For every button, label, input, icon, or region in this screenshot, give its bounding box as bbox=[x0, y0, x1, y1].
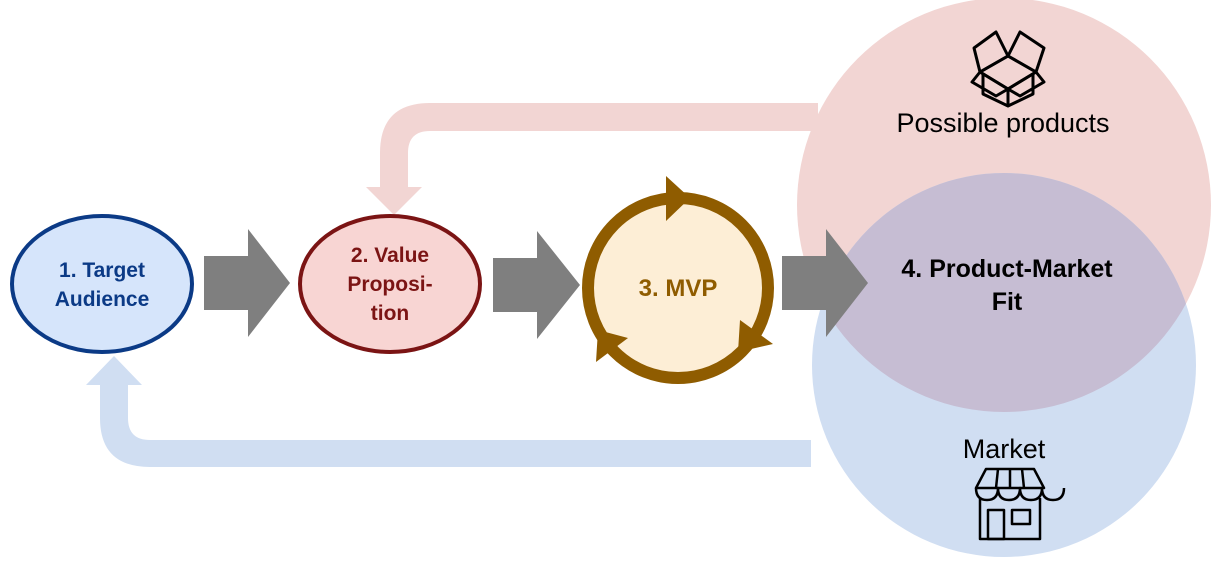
storefront-icon bbox=[974, 467, 1066, 541]
value-proposition-label: 2. Value bbox=[351, 244, 429, 267]
feedback-arrow-market bbox=[86, 356, 811, 467]
feedback-arrow-products bbox=[366, 103, 818, 215]
value-proposition-label-2: Proposi- bbox=[347, 273, 432, 296]
value-proposition-label-3: tion bbox=[371, 302, 409, 325]
product-market-fit-label-2: Fit bbox=[992, 288, 1023, 316]
mvp-label: 3. MVP bbox=[639, 275, 718, 302]
target-audience-node bbox=[10, 214, 194, 354]
product-market-fit-label: 4. Product-Market bbox=[901, 255, 1113, 283]
flow-arrow-3 bbox=[782, 229, 868, 337]
cycle-arrowhead-right bbox=[738, 320, 773, 352]
target-audience-label: 1. Target bbox=[59, 259, 145, 282]
cycle-arrowhead-top bbox=[666, 176, 690, 221]
venn-overlap bbox=[812, 173, 1196, 412]
flow-arrow-2 bbox=[493, 231, 580, 339]
flow-arrow-1 bbox=[204, 229, 290, 337]
market-label: Market bbox=[963, 434, 1046, 464]
open-box-icon bbox=[970, 30, 1046, 108]
value-proposition-node bbox=[298, 214, 482, 354]
possible-products-label: Possible products bbox=[896, 108, 1109, 138]
cycle-arrowhead-left bbox=[596, 330, 628, 362]
target-audience-label-2: Audience bbox=[55, 288, 150, 311]
